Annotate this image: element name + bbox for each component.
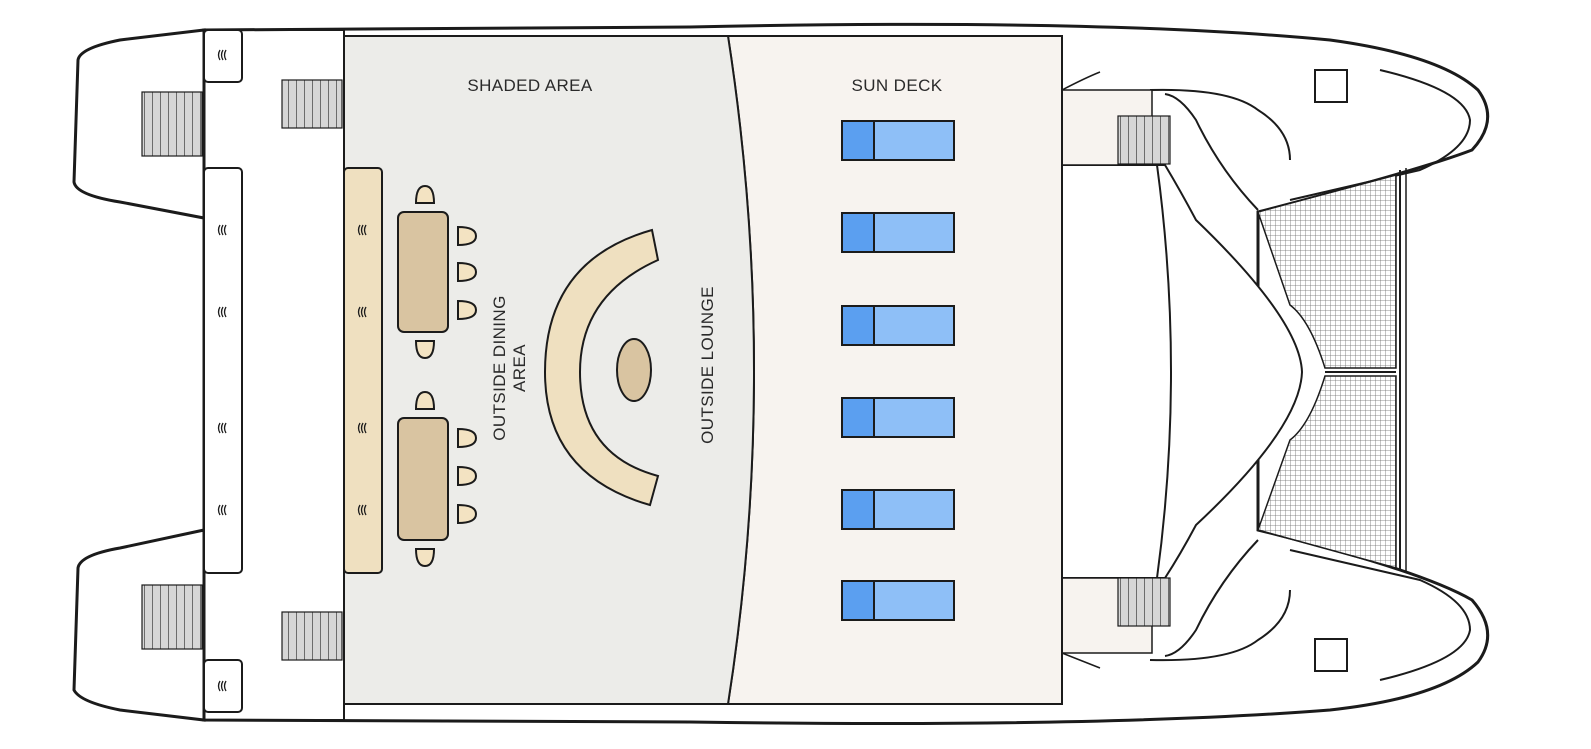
transom-bench-middle	[203, 167, 243, 574]
trampoline-net	[1257, 168, 1407, 572]
stairs-aft-port-inner	[281, 79, 343, 129]
cushion-mark	[357, 504, 367, 516]
aft-transom	[203, 29, 345, 721]
stairs-aft-starboard-inner	[281, 611, 343, 661]
sunbed	[841, 580, 955, 621]
transom-bench-top	[203, 29, 243, 83]
cushion-mark	[217, 49, 227, 61]
dining-chair	[457, 503, 478, 525]
sun-deck-label: SUN DECK	[851, 76, 942, 95]
sunbed-headrest	[841, 489, 875, 530]
sunbed-headrest	[841, 212, 875, 253]
cushion-mark	[217, 504, 227, 516]
outside-dining-label-line2: AREA	[510, 344, 529, 392]
cushion-mark	[217, 224, 227, 236]
sunbed-headrest	[841, 397, 875, 438]
sunbed-headrest	[841, 120, 875, 161]
sunbed	[841, 305, 955, 346]
dining-chair	[457, 261, 478, 283]
stairs-fwd-starboard	[1117, 577, 1171, 627]
hatch	[1314, 638, 1348, 672]
sunbed	[841, 489, 955, 530]
bow-hull-inner-lines	[1149, 69, 1472, 681]
cushion-mark	[217, 680, 227, 692]
dining-chair	[457, 299, 478, 321]
dining-area	[397, 211, 449, 541]
sunbed-headrest	[841, 305, 875, 346]
cushion-mark	[217, 306, 227, 318]
sunbed	[841, 212, 955, 253]
stairs-aft-starboard-outer	[141, 584, 203, 650]
foredeck-structure	[1028, 164, 1304, 579]
sunbed-headrest	[841, 580, 875, 621]
stairs	[141, 79, 1171, 661]
lounge-sofa	[543, 228, 660, 507]
dining-chair	[414, 184, 436, 204]
sunbed	[841, 397, 955, 438]
outside-lounge	[543, 228, 660, 507]
cushion-mark	[357, 306, 367, 318]
dining-chair	[414, 340, 436, 360]
outside-dining-label-line1: OUTSIDE DINING	[490, 295, 509, 440]
stairs-aft-port-outer	[141, 91, 203, 157]
dining-table	[397, 417, 449, 541]
bow-hatches	[1314, 69, 1348, 672]
sunbed	[841, 120, 955, 161]
dining-chairs	[414, 184, 478, 568]
outside-lounge-label: OUTSIDE LOUNGE	[698, 286, 717, 444]
stairs-fwd-port	[1117, 115, 1171, 165]
dining-chair	[457, 465, 478, 487]
transom-bench-bottom	[203, 659, 243, 713]
dining-table	[397, 211, 449, 333]
shaded-area-label: SHADED AREA	[467, 76, 593, 95]
dining-chair	[414, 390, 436, 410]
dining-chair	[457, 427, 478, 449]
dining-chair	[414, 548, 436, 568]
hatch	[1314, 69, 1348, 103]
cushion-mark	[217, 422, 227, 434]
cushion-mark	[357, 422, 367, 434]
sunbeds	[841, 120, 955, 621]
lounge-coffee-table	[616, 338, 652, 402]
long-bench	[343, 167, 383, 574]
cushion-mark	[357, 224, 367, 236]
dining-chair	[457, 225, 478, 247]
